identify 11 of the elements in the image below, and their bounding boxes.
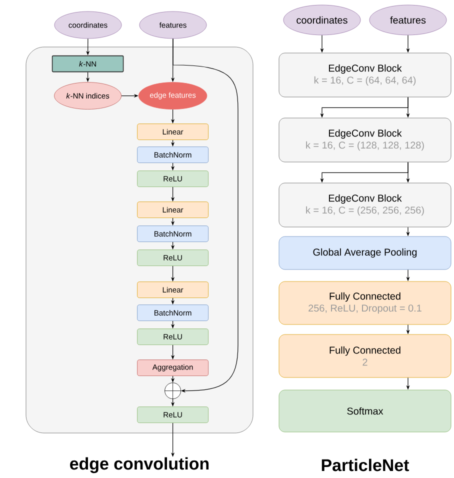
block-box: EdgeConv Block k = 16, C = (256, 256, 256): [278, 182, 452, 228]
arrow: [172, 38, 238, 393]
layer-box: Fully Connected 2: [278, 334, 452, 378]
layer-box: Softmax: [278, 390, 452, 432]
node-label: edge convolution: [70, 457, 209, 474]
layer-box: Fully Connected 256, ReLU, Dropout = 0.1: [278, 281, 452, 325]
block-box: EdgeConv Block k = 16, C = (64, 64, 64): [278, 52, 452, 98]
layer-box: Global Average Pooling: [278, 236, 452, 270]
sum-circle: [164, 382, 182, 400]
heading: ParticleNet: [322, 458, 410, 472]
block-box: EdgeConv Block k = 16, C = (128, 128, 128): [278, 118, 452, 162]
